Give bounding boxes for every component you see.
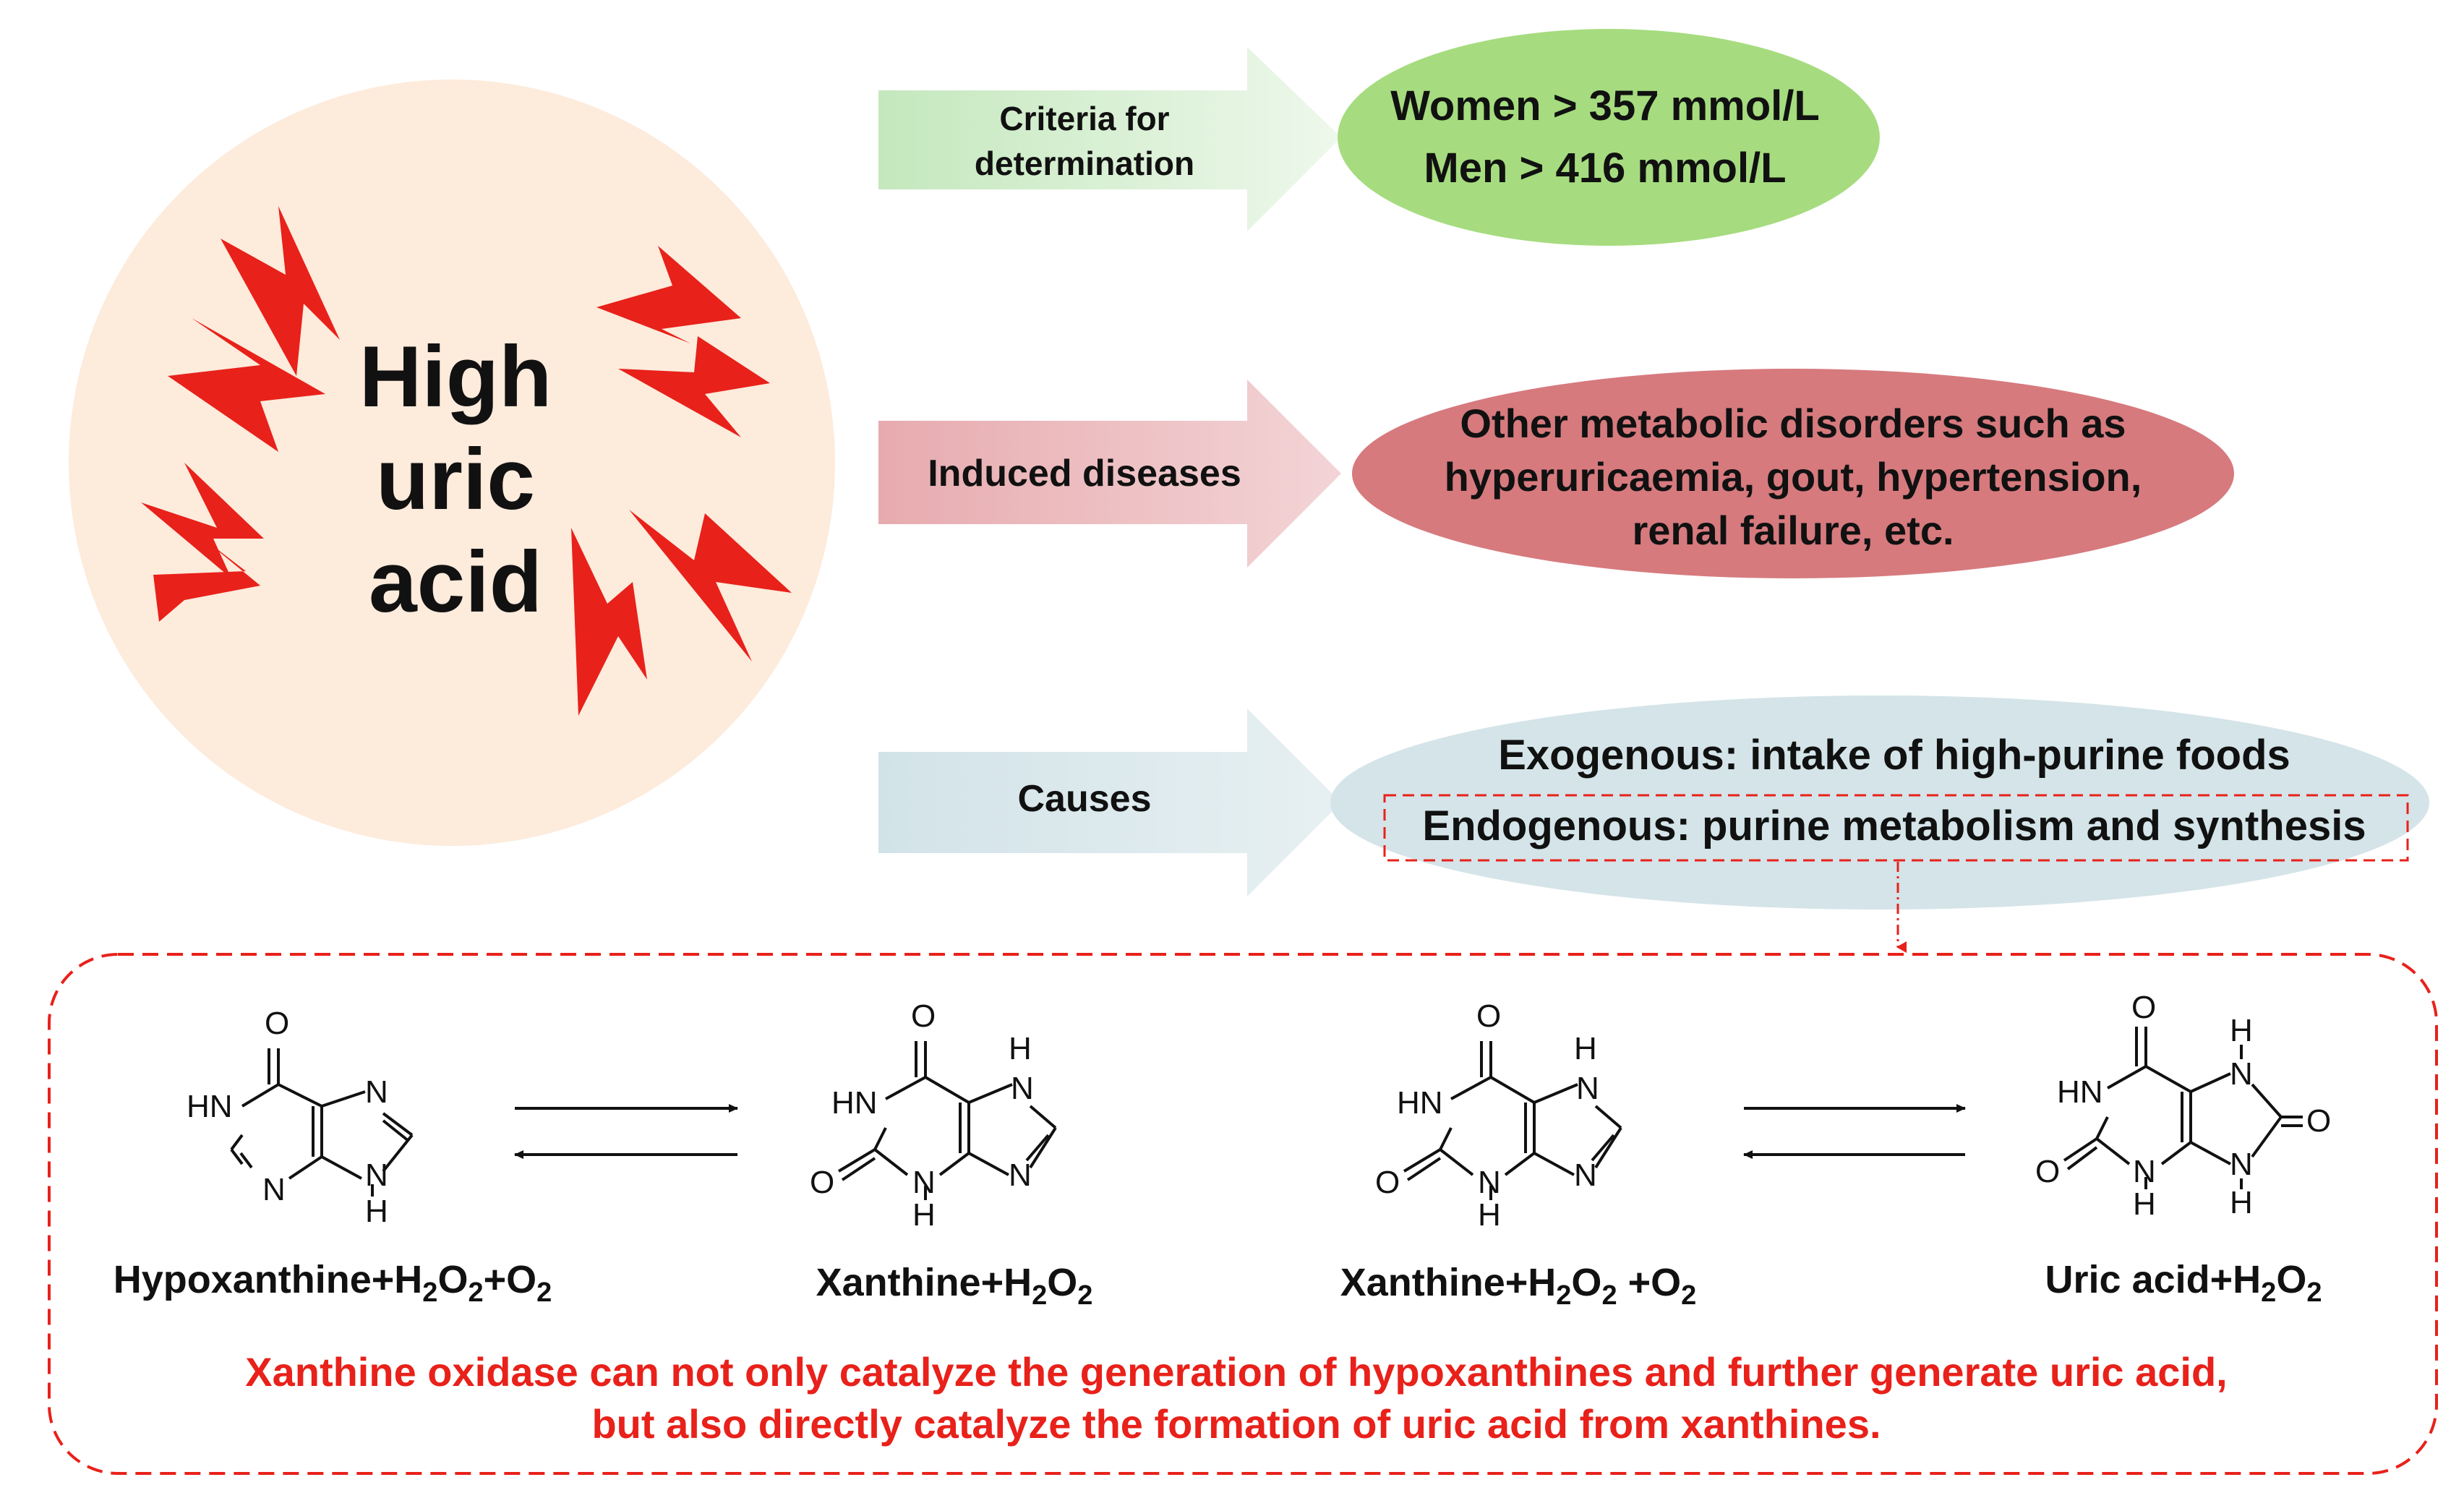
uric-acid-structure [2063,1027,2303,1189]
central-title: High uric acid [311,325,600,633]
cause-exogenous: Exogenous: intake of high-purine foods [1498,732,2290,779]
atom-N: N [1576,1071,1599,1106]
atom-N: N [2230,1056,2253,1092]
lightning-icon [629,510,792,662]
equilibrium-arrow-2 [1743,1104,1966,1159]
lightning-icon [141,463,264,578]
criteria-ellipse [1338,29,1880,246]
induced-arrow [878,380,1341,568]
atom-H: H [2133,1186,2156,1222]
atom-H: H [1009,1031,1032,1066]
causes-arrow-label: Causes [1017,778,1152,820]
causes-arrow [878,709,1341,896]
equilibrium-arrow-1 [514,1104,738,1159]
lightning-icon [618,336,770,437]
atom-N: N [1574,1157,1597,1193]
uric-acid-label: Uric acid+H2O2 [2045,1258,2322,1308]
note-line2: but also directly catalyze the formation… [591,1401,1881,1447]
atom-N: N [2133,1154,2156,1189]
criteria-men: Men > 416 mmol/L [1424,145,1787,192]
atom-N: N [1011,1071,1034,1106]
induced-line1: Other metabolic disorders such as [1460,401,2126,446]
criteria-values: Women > 357 mmol/L Men > 416 mmol/L [1345,80,1865,195]
atom-HN: HN [187,1089,233,1124]
criteria-label-line1: Criteria for [999,100,1170,137]
cause-endogenous: Endogenous: purine metabolism and synthe… [1422,803,2366,849]
atom-N: N [365,1074,388,1110]
lightning-icon [596,246,741,343]
induced-diseases-text: Other metabolic disorders such as hyperu… [1352,394,2234,560]
causes-ellipse [1330,696,2429,910]
atom-N: N [365,1157,388,1193]
induced-line2: hyperuricaemia, gout, hypertension, [1444,454,2142,500]
atom-N: N [2230,1147,2253,1182]
hypoxanthine-label: Hypoxanthine+H2O2+O2 [113,1258,552,1308]
criteria-arrow-label: Criteria for determination [882,94,1287,188]
central-title-line2: uric [375,431,536,528]
atom-HN: HN [2057,1074,2103,1110]
atom-H: H [1478,1197,1501,1233]
endogenous-highlight-box [1383,794,2409,862]
atom-H: H [1574,1031,1597,1066]
atom-H: H [2230,1013,2253,1048]
induced-arrow-label: Induced diseases [928,453,1241,495]
atom-H: H [912,1197,936,1233]
central-title-line1: High [359,328,552,425]
atom-O: O [2035,1154,2060,1189]
criteria-label-line2: determination [974,145,1195,182]
atom-O: O [1375,1165,1400,1200]
atom-N: N [912,1165,936,1200]
lightning-icon [221,206,340,376]
atom-HN: HN [1397,1085,1443,1121]
atom-N: N [262,1172,286,1207]
induced-line3: renal failure, etc. [1632,508,1954,553]
induced-ellipse [1352,369,2234,578]
xanthine-label-1: Xanthine+H2O2 [816,1261,1093,1311]
criteria-arrow [878,47,1341,231]
hypoxanthine-structure [230,1048,414,1197]
lightning-icons [141,206,792,716]
reaction-box [48,953,2438,1475]
atom-N: N [1478,1165,1501,1200]
lightning-icon [571,528,647,716]
xanthine-oxidase-note: Xanthine oxidase can not only catalyze t… [72,1346,2400,1450]
atom-O: O [810,1165,834,1200]
atom-O: O [911,998,936,1034]
xanthine-structure-2 [1403,1041,1622,1200]
criteria-women: Women > 357 mmol/L [1390,82,1820,129]
xanthine-label-2: Xanthine+H2O2 +O2 [1340,1261,1697,1311]
central-title-line3: acid [368,534,543,630]
atom-O: O [1476,998,1501,1034]
lightning-icon [153,535,260,622]
atom-HN: HN [831,1085,878,1121]
atom-H: H [365,1194,388,1229]
atom-H: H [2230,1185,2253,1220]
atom-O: O [2306,1103,2331,1139]
xanthine-structure-1 [837,1041,1057,1200]
note-line1: Xanthine oxidase can not only catalyze t… [245,1349,2228,1395]
atom-O: O [265,1006,289,1041]
lightning-icon [168,318,325,452]
atom-O: O [2131,990,2156,1025]
atom-N: N [1009,1157,1032,1193]
